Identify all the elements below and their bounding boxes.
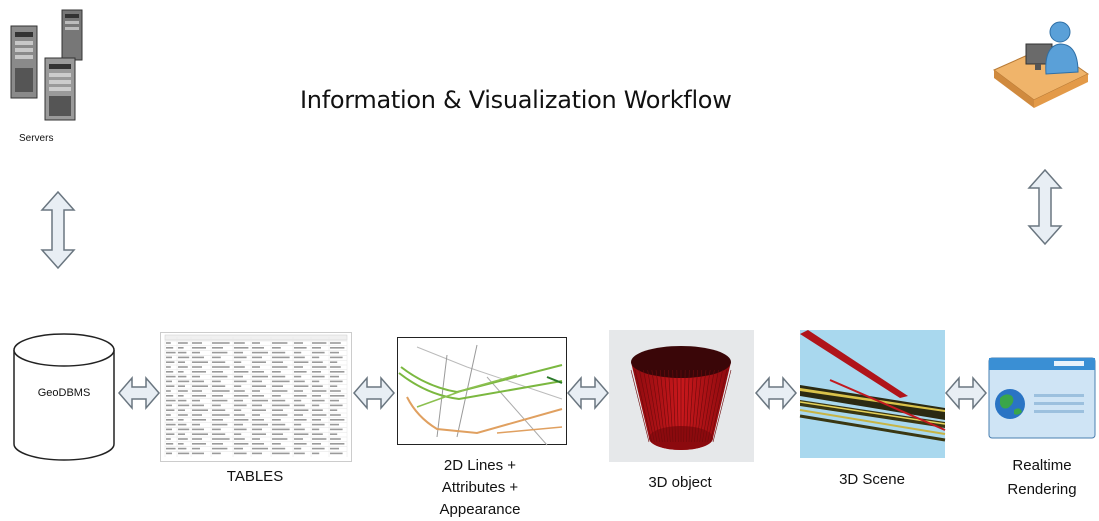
object-3d-thumbnail <box>609 330 754 462</box>
double-arrow-icon <box>945 375 987 411</box>
browser-globe-icon <box>988 357 1096 439</box>
render-label-2: Rendering <box>1007 481 1077 498</box>
object-label: 3D object <box>648 474 712 491</box>
double-arrow-icon <box>40 190 76 270</box>
database-label: GeoDBMS <box>37 387 91 399</box>
double-arrow-icon <box>118 375 160 411</box>
tables-label: TABLES <box>226 468 284 485</box>
database-icon <box>13 333 115 461</box>
double-arrow-icon <box>353 375 395 411</box>
double-arrow-icon <box>1027 168 1063 246</box>
lines-label-2: Attributes + <box>441 479 519 496</box>
table-grid-graphic <box>164 334 348 457</box>
render-label-1: Realtime <box>1012 457 1072 474</box>
tables-thumbnail <box>160 332 352 462</box>
lines-label-3: Appearance <box>439 501 521 518</box>
servers-icon <box>10 9 83 121</box>
lines-2d-thumbnail <box>397 337 567 446</box>
lines-label-1: 2D Lines + <box>443 457 517 474</box>
diagram-title: Information & Visualization Workflow <box>300 86 732 114</box>
scene-label: 3D Scene <box>839 471 905 488</box>
double-arrow-icon <box>567 375 609 411</box>
scene-3d-thumbnail <box>799 330 946 458</box>
servers-label: Servers <box>19 133 54 144</box>
user-at-computer-icon <box>993 21 1089 108</box>
double-arrow-icon <box>755 375 797 411</box>
